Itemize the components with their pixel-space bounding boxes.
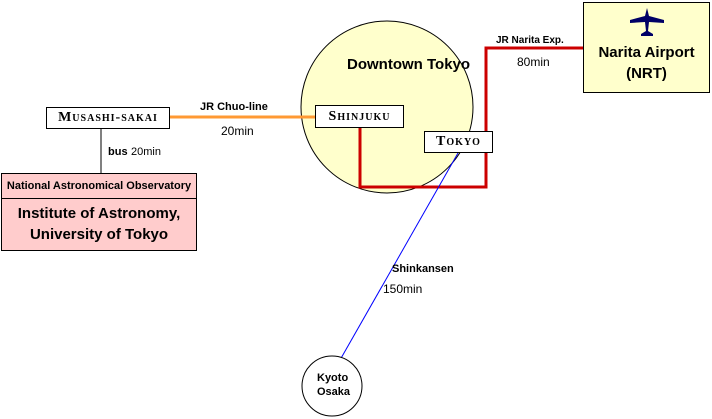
chuo-line-time: 20min <box>221 124 254 138</box>
kyoto-osaka-node <box>301 355 363 417</box>
institute-header-text: National Astronomical Observatory <box>6 180 192 192</box>
station-tokyo[interactable]: Tokyo <box>424 131 493 153</box>
station-shinjuku[interactable]: Shinjuku <box>315 105 404 128</box>
chuo-line-name: JR Chuo-line <box>200 101 268 113</box>
shinkansen-time: 150min <box>383 282 423 296</box>
narita-express-name: JR Narita Exp. <box>496 35 564 46</box>
institute-name-line2: University of Tokyo <box>29 226 169 243</box>
osaka-label: Osaka <box>317 386 351 398</box>
station-tokyo-label: Tokyo <box>436 134 481 149</box>
downtown-tokyo-label: Downtown Tokyo <box>347 56 471 73</box>
kyoto-label: Kyoto <box>317 372 349 384</box>
shinkansen-name: Shinkansen <box>392 263 454 275</box>
narita-airport-name: Narita Airport <box>598 44 695 61</box>
narita-airport-box[interactable]: Narita Airport (NRT) <box>583 2 710 93</box>
bus-name: bus <box>108 146 128 158</box>
institute-name-line1: Institute of Astronomy, <box>17 205 181 222</box>
shinkansen-route <box>339 152 459 361</box>
bus-time: 20min <box>131 146 161 158</box>
narita-express-route <box>358 46 583 189</box>
station-shinjuku-label: Shinjuku <box>328 109 391 124</box>
airplane-icon <box>630 8 664 36</box>
narita-express-time: 80min <box>517 55 550 69</box>
institute-box[interactable]: National Astronomical Observatory Instit… <box>1 173 197 251</box>
institute-header: National Astronomical Observatory <box>2 174 196 199</box>
narita-airport-code: (NRT) <box>626 65 667 82</box>
station-musashi-sakai[interactable]: Musashi-sakai <box>46 107 170 129</box>
station-musashi-sakai-label: Musashi-sakai <box>58 110 158 125</box>
